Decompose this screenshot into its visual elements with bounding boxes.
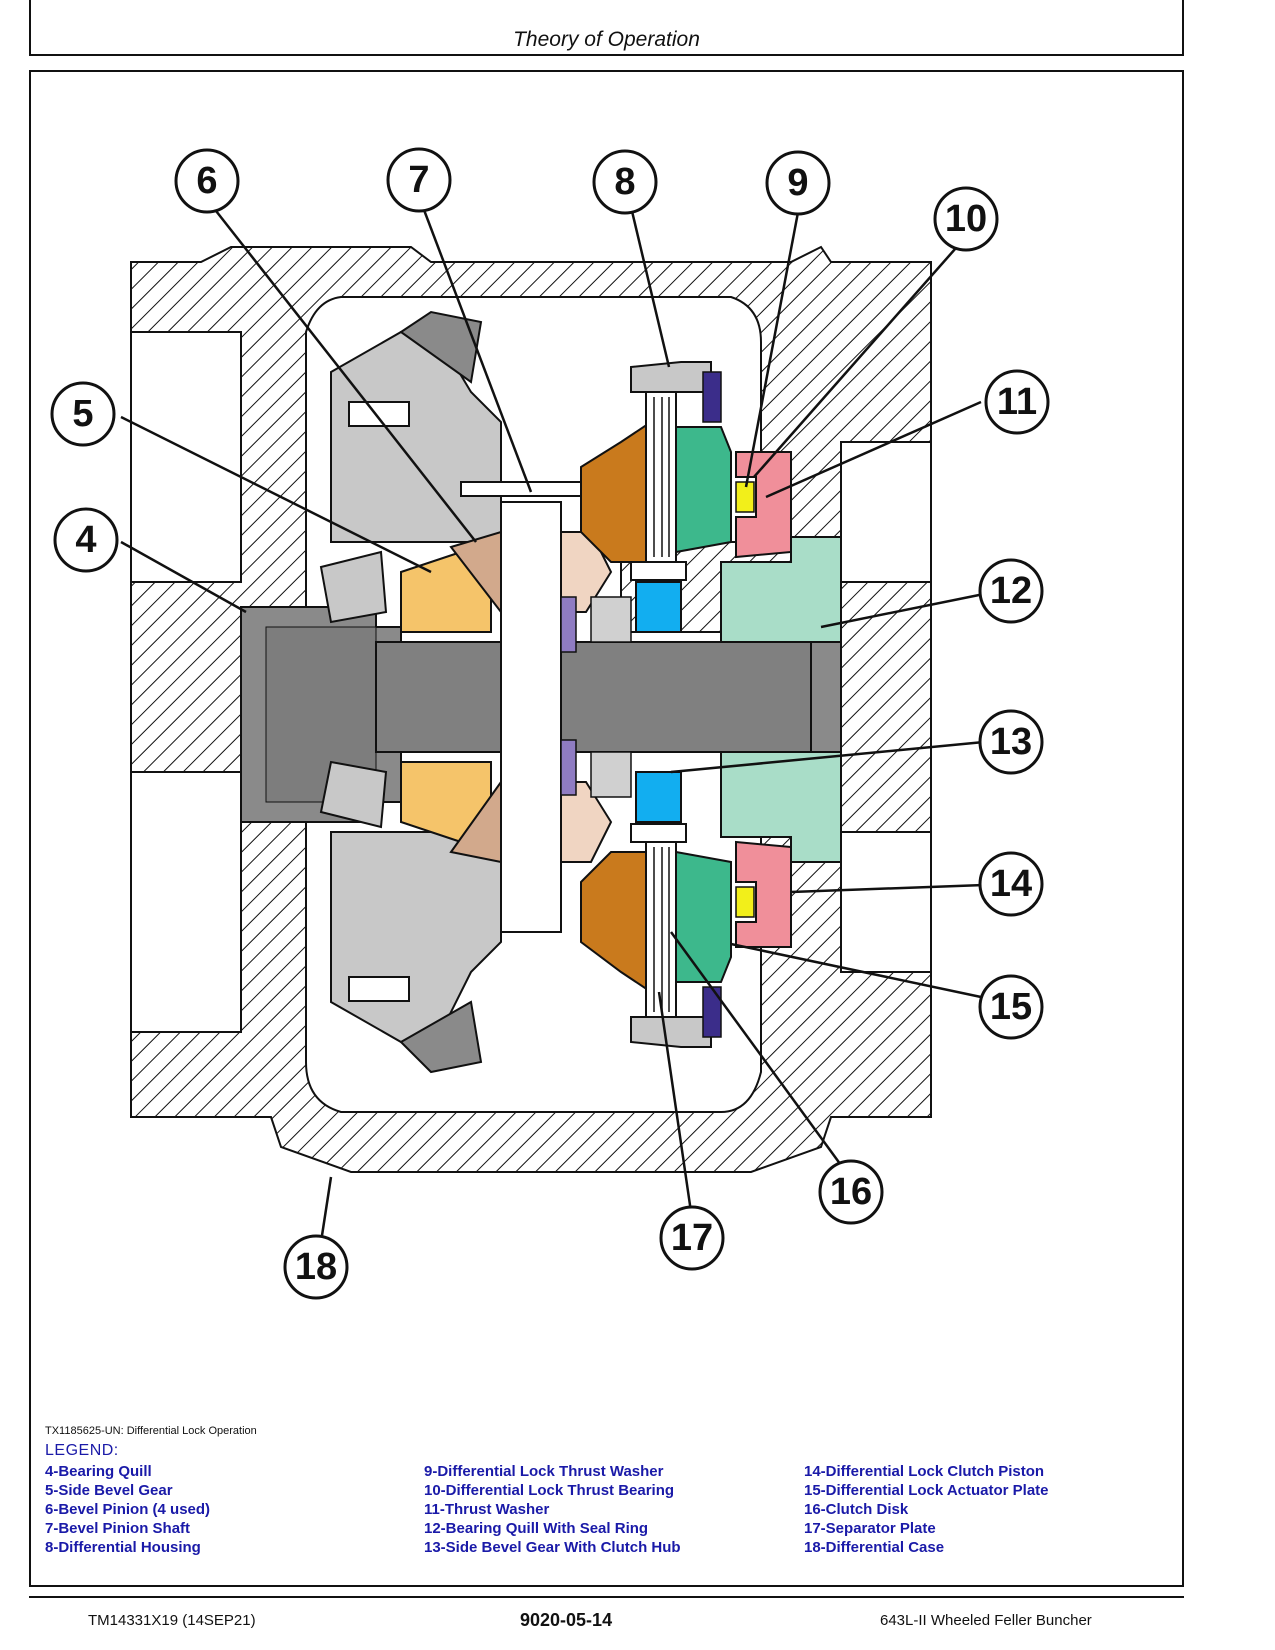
svg-text:12: 12 bbox=[990, 570, 1032, 612]
svg-text:11: 11 bbox=[997, 381, 1037, 423]
callout-15: 15 bbox=[978, 974, 1044, 1040]
legend-item: 7-Bevel Pinion Shaft bbox=[45, 1520, 191, 1537]
right-flange-top bbox=[840, 441, 932, 583]
legend-item: 14-Differential Lock Clutch Piston bbox=[804, 1463, 1045, 1480]
footer-model: 643L-II Wheeled Feller Buncher bbox=[880, 1612, 1092, 1629]
figure-caption: TX1185625-UN: Differential Lock Operatio… bbox=[45, 1425, 257, 1437]
legend-item: 6-Bevel Pinion (4 used) bbox=[45, 1501, 211, 1518]
side-bevel-gear-right-bottom bbox=[590, 751, 632, 798]
bevel-pinion-shaft bbox=[500, 501, 562, 933]
svg-text:8: 8 bbox=[614, 161, 635, 203]
svg-text:17: 17 bbox=[671, 1217, 713, 1259]
callout-lines bbox=[120, 201, 985, 1243]
callout-10: 10 bbox=[933, 186, 999, 252]
callout-13: 13 bbox=[978, 709, 1044, 775]
ring-teeth-top bbox=[399, 310, 483, 384]
svg-text:14: 14 bbox=[990, 863, 1032, 905]
figure-frame bbox=[29, 70, 1184, 1587]
legend-column-1: 4-Bearing Quill 5-Side Bevel Gear 6-Beve… bbox=[45, 1462, 210, 1557]
hub-cap-top bbox=[630, 561, 687, 581]
hub-cap-bottom bbox=[630, 823, 687, 843]
svg-text:5: 5 bbox=[72, 393, 93, 435]
legend-column-2: 9-Differential Lock Thrust Washer 10-Dif… bbox=[424, 1462, 681, 1557]
legend-title: LEGEND: bbox=[45, 1442, 119, 1459]
callout-5: 5 bbox=[50, 381, 116, 447]
legend-item: 9-Differential Lock Thrust Washer bbox=[424, 1463, 664, 1480]
legend-item: 4-Bearing Quill bbox=[45, 1463, 152, 1480]
svg-text:10: 10 bbox=[945, 198, 987, 240]
thrust-washer-bottom bbox=[735, 886, 755, 918]
svg-text:18: 18 bbox=[295, 1246, 337, 1288]
left-flange-bottom bbox=[130, 771, 242, 1033]
legend-column-3: 14-Differential Lock Clutch Piston 15-Di… bbox=[804, 1462, 1049, 1557]
left-bearing-top bbox=[319, 550, 388, 624]
legend-item: 18-Differential Case bbox=[804, 1539, 945, 1556]
right-shaft-end bbox=[810, 641, 842, 753]
legend-item: 15-Differential Lock Actuator Plate bbox=[804, 1482, 1049, 1499]
callout-18: 18 bbox=[283, 1234, 349, 1300]
legend-item: 16-Clutch Disk bbox=[804, 1501, 909, 1518]
actuator-plate-bottom bbox=[675, 850, 732, 983]
svg-text:4: 4 bbox=[75, 519, 96, 561]
bolt-bottom bbox=[348, 976, 410, 1002]
footer-divider bbox=[29, 1596, 1184, 1598]
side-bevel-gear-right-top bbox=[590, 596, 632, 643]
callout-4: 4 bbox=[53, 507, 119, 573]
page-title: Theory of Operation bbox=[513, 28, 700, 51]
callout-17: 17 bbox=[659, 1205, 725, 1271]
thrust-washer-top bbox=[735, 481, 755, 513]
pin-top bbox=[460, 481, 582, 497]
separator-purple-bottom bbox=[560, 739, 577, 796]
housing-cap-bottom bbox=[630, 1016, 712, 1048]
clutch-hub-bottom bbox=[635, 771, 682, 823]
page-header: Theory of Operation bbox=[29, 0, 1184, 56]
bolt-top bbox=[348, 401, 410, 427]
legend-item: 17-Separator Plate bbox=[804, 1520, 936, 1537]
callout-12: 12 bbox=[978, 558, 1044, 624]
callout-8: 8 bbox=[592, 149, 658, 215]
svg-text:15: 15 bbox=[990, 986, 1032, 1028]
svg-text:7: 7 bbox=[408, 159, 429, 201]
callout-7: 7 bbox=[386, 147, 452, 213]
dark-purple-bottom bbox=[702, 986, 722, 1038]
callout-11: 11 bbox=[984, 369, 1050, 435]
callout-14: 14 bbox=[978, 851, 1044, 917]
legend-item: 5-Side Bevel Gear bbox=[45, 1482, 173, 1499]
clutch-pack-top bbox=[645, 391, 677, 563]
callout-16: 16 bbox=[818, 1159, 884, 1225]
legend-item: 8-Differential Housing bbox=[45, 1539, 201, 1556]
legend-item: 11-Thrust Washer bbox=[424, 1501, 550, 1518]
callout-6: 6 bbox=[174, 148, 240, 214]
right-flange-bottom bbox=[840, 831, 932, 973]
axle-shaft bbox=[375, 641, 812, 753]
callout-9: 9 bbox=[765, 150, 831, 216]
svg-text:6: 6 bbox=[196, 160, 217, 202]
clutch-pack-bottom bbox=[645, 841, 677, 1018]
clutch-hub-top bbox=[635, 581, 682, 633]
left-flange-top bbox=[130, 331, 242, 583]
clutch-piston-bottom bbox=[735, 840, 792, 948]
legend-item: 13-Side Bevel Gear With Clutch Hub bbox=[424, 1539, 681, 1556]
svg-text:9: 9 bbox=[787, 162, 808, 204]
differential-diagram: 4 5 6 7 8 9 10 11 12 13 14 15 16 17 18 bbox=[50, 147, 1050, 1300]
separator-purple-top bbox=[560, 596, 577, 653]
legend-item: 10-Differential Lock Thrust Bearing bbox=[424, 1482, 675, 1499]
dark-purple-top bbox=[702, 371, 722, 423]
footer-doc-id: TM14331X19 (14SEP21) bbox=[88, 1612, 256, 1629]
housing-cap-top bbox=[630, 361, 712, 393]
bearing-quill-seal-top bbox=[720, 536, 842, 643]
svg-text:16: 16 bbox=[830, 1171, 872, 1213]
left-bearing-bottom bbox=[319, 760, 388, 829]
legend-item: 12-Bearing Quill With Seal Ring bbox=[424, 1520, 649, 1537]
footer-page-number: 9020-05-14 bbox=[520, 1610, 613, 1630]
actuator-plate-top bbox=[675, 426, 732, 554]
svg-text:13: 13 bbox=[990, 721, 1032, 763]
ring-teeth-bottom bbox=[399, 1000, 483, 1074]
